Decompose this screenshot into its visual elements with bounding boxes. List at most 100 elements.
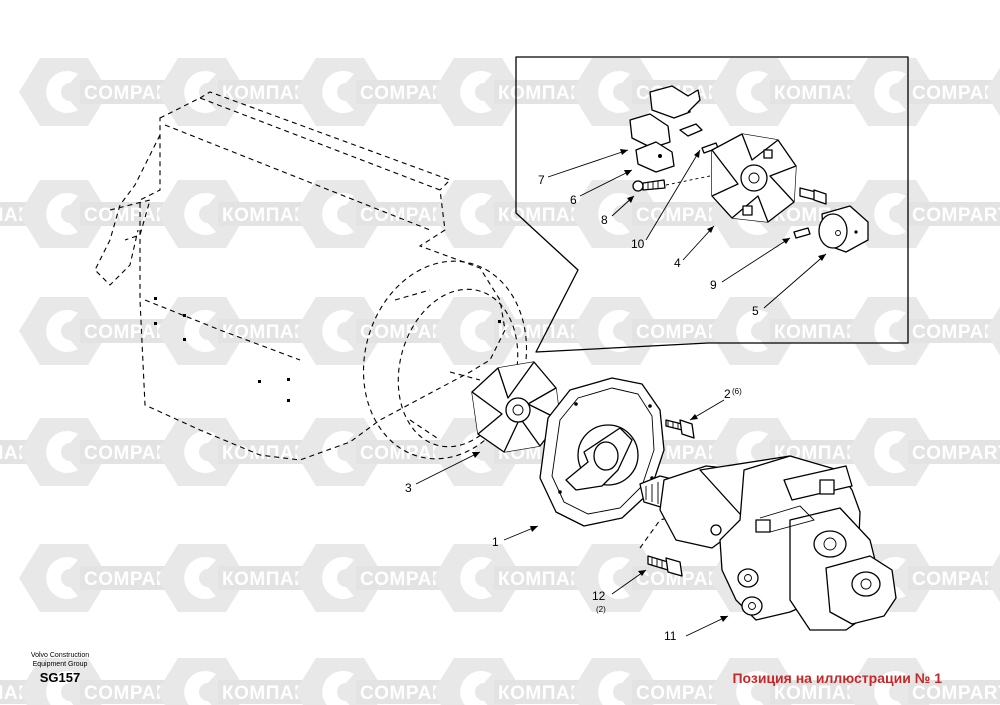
watermark-text: COMPART — [84, 322, 182, 343]
watermark-logo: COMPART — [847, 297, 1000, 365]
watermark-logo: КОМПАРТ — [709, 658, 878, 705]
watermark-logo: COMPART — [19, 58, 188, 126]
watermark-logo: COMPART — [295, 58, 464, 126]
watermark-text: COMPART — [84, 683, 182, 704]
watermark-logo: COMPART — [19, 658, 188, 705]
watermark-text: COMPART — [912, 443, 1000, 464]
watermark-text: COMPART — [360, 205, 458, 226]
watermark-text: COMPART — [636, 205, 734, 226]
watermark-logo: КОМПАРТ — [433, 58, 602, 126]
watermark-logo: КОМПАРТ — [433, 180, 602, 248]
watermark-logo: COMPART — [19, 180, 188, 248]
leader-lines — [415, 149, 827, 637]
watermark-logo: КОМПАРТ — [157, 180, 326, 248]
watermark-text: КОМПАРТ — [222, 322, 319, 343]
manufacturer-line-1: Volvo Construction — [30, 652, 90, 659]
watermark-text: КОМПАРТ — [222, 569, 319, 590]
manufacturer-line-2: Equipment Group — [32, 661, 88, 668]
watermark-text: COMPART — [360, 322, 458, 343]
part-2-bolt — [665, 419, 695, 439]
watermark-text: КОМПАРТ — [774, 683, 871, 704]
compart-watermark-layer: COMPARTКОМПАРТCOMPARTКОМПАРТCOMPARTКОМПА… — [0, 58, 1000, 705]
watermark-logo: КОМПАРТ — [157, 297, 326, 365]
watermark-text: COMPART — [84, 205, 182, 226]
watermark-logo: COMPART — [847, 658, 1000, 705]
part-11-hydraulic-pump — [639, 455, 897, 631]
part-10-screw — [799, 187, 827, 205]
drawing-code: SG157 — [39, 670, 81, 685]
watermark-logo: КОМПАРТ — [709, 297, 878, 365]
watermark-text: COMPART — [84, 569, 182, 590]
watermark-text: COMPART — [360, 683, 458, 704]
watermark-logo: COMPART — [295, 658, 464, 705]
part-4-elastic-element — [711, 133, 797, 223]
watermark-logo: COMPART — [847, 180, 1000, 248]
watermark-text: COMPART — [636, 322, 734, 343]
watermark-text: КОМПАРТ — [222, 205, 319, 226]
watermark-logo: КОМПАРТ — [157, 58, 326, 126]
callout-4: 4 — [674, 256, 681, 270]
watermark-logo: КОМПАРТ — [157, 658, 326, 705]
watermark-logo: COMPART — [295, 544, 464, 612]
watermark-text: КОМПАРТ — [498, 83, 595, 104]
watermark-text: КОМПАРТ — [222, 443, 319, 464]
watermark-logo: COMPART — [19, 544, 188, 612]
callout-12-quantity: (2) — [596, 605, 606, 614]
part-3-flywheel-coupling — [449, 361, 561, 453]
watermark-logo: КОМПАРТ — [157, 418, 326, 486]
part-5-hub — [818, 205, 869, 253]
watermark-text: COMPART — [912, 569, 1000, 590]
callout-8: 8 — [601, 213, 608, 227]
watermark-logo: COMPART — [19, 297, 188, 365]
watermark-text: COMPART — [912, 205, 1000, 226]
callout-9: 9 — [710, 278, 717, 292]
watermark-logo: КОМПАРТ — [985, 297, 1000, 365]
watermark-logo: COMPART — [571, 544, 740, 612]
watermark-logo: КОМПАРТ — [433, 658, 602, 705]
watermark-text: КОМПАРТ — [774, 83, 871, 104]
watermark-text: COMPART — [360, 83, 458, 104]
watermark-text: COMPART — [84, 443, 182, 464]
part-1-flange — [539, 377, 665, 527]
watermark-text: КОМПАРТ — [774, 322, 871, 343]
watermark-logo: COMPART — [847, 418, 1000, 486]
watermark-text: COMPART — [912, 683, 1000, 704]
watermark-logo: COMPART — [571, 297, 740, 365]
callout-2-quantity: (6) — [732, 387, 742, 396]
watermark-logo: КОМПАРТ — [985, 58, 1000, 126]
watermark-logo: COMPART — [295, 297, 464, 365]
callout-7: 7 — [538, 173, 545, 187]
watermark-logo: КОМПАРТ — [433, 544, 602, 612]
watermark-text: COMPART — [912, 322, 1000, 343]
watermark-text: КОМПАРТ — [498, 205, 595, 226]
watermark-text: COMPART — [84, 83, 182, 104]
part-8-guide-line — [665, 175, 711, 186]
watermark-text: КОМПАРТ — [222, 83, 319, 104]
detail-callout-frame — [515, 56, 909, 353]
callout-10: 10 — [631, 237, 645, 251]
watermark-logo: КОМПАРТ — [985, 544, 1000, 612]
position-caption: Позиция на иллюстрации № 1 — [732, 670, 942, 686]
part-8-bolt — [632, 179, 666, 192]
callout-5: 5 — [752, 304, 759, 318]
watermark-logo: КОМПАРТ — [157, 544, 326, 612]
watermark-text: COMPART — [636, 569, 734, 590]
watermark-text: COMPART — [912, 83, 1000, 104]
callout-6: 6 — [570, 193, 577, 207]
watermark-logo: COMPART — [847, 58, 1000, 126]
callout-2: 2 — [724, 387, 731, 401]
callout-3: 3 — [405, 481, 412, 495]
watermark-logo: КОМПАРТ — [709, 58, 878, 126]
callout-11: 11 — [664, 629, 677, 643]
watermark-logo: COMPART — [571, 658, 740, 705]
part-7-coupling-jaws — [629, 85, 703, 173]
engine-bolt-marks — [154, 297, 501, 402]
watermark-logo: COMPART — [19, 418, 188, 486]
manufacturer-label: Volvo Construction Equipment Group — [12, 651, 108, 669]
part-9-set-screw — [793, 227, 811, 239]
watermark-text: КОМПАРТ — [498, 569, 595, 590]
watermark-text: COMPART — [360, 569, 458, 590]
watermark-text: КОМПАРТ — [498, 683, 595, 704]
callout-1: 1 — [492, 535, 499, 549]
